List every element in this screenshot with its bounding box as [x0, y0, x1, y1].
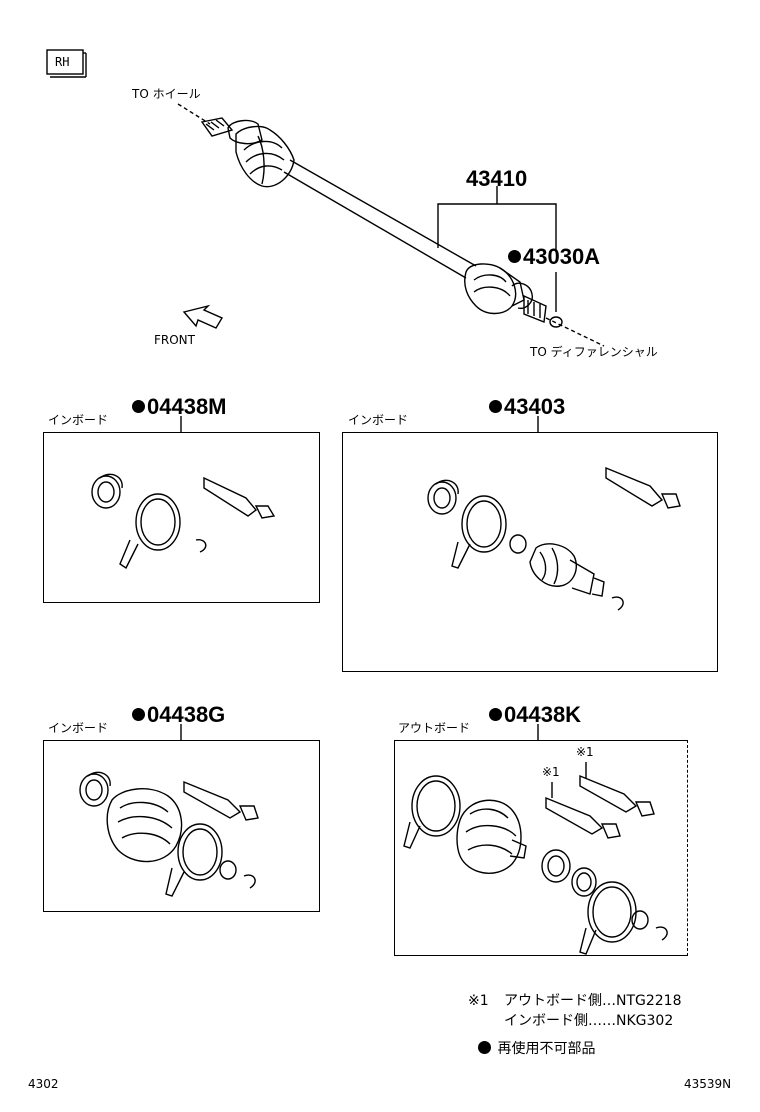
legend-grease-inboard: インボード側……NKG302	[504, 1013, 674, 1029]
grease-note-mark: ※1	[576, 745, 594, 759]
to-diff-label: TO ディファレンシャル	[530, 345, 658, 359]
grease-note-mark: ※1	[542, 765, 560, 779]
kit-04438M-illustration	[91, 473, 276, 570]
non-reusable-dot-icon	[508, 249, 521, 263]
non-reusable-dot-icon	[132, 707, 145, 721]
non-reusable-dot-icon	[478, 1040, 491, 1054]
front-label: FRONT	[154, 333, 195, 347]
kit-box-04438G	[43, 740, 320, 912]
kit-side-label: アウトボード	[398, 721, 471, 735]
kit-box-04438M	[43, 432, 320, 603]
kit-04438K-illustration	[403, 762, 668, 955]
kit-side-label: インボード	[348, 413, 409, 427]
page-code-left: 4302	[28, 1077, 59, 1091]
legend-mark: ※1	[468, 993, 489, 1009]
part-number-04438K[interactable]: 04438K	[489, 704, 581, 726]
non-reusable-dot-icon	[489, 399, 502, 413]
kit-side-label: インボード	[48, 721, 109, 735]
non-reusable-dot-icon	[132, 399, 145, 413]
kit-43403-illustration	[427, 466, 681, 611]
part-number-04438G[interactable]: 04438G	[132, 704, 225, 726]
kit-04438G-illustration	[79, 771, 259, 897]
to-wheel-label: TO ホイール	[132, 87, 201, 101]
non-reusable-dot-icon	[489, 707, 502, 721]
drive-shaft-illustration	[177, 103, 605, 347]
kit-box-43403	[342, 432, 718, 672]
kit-box-04438K	[394, 740, 688, 956]
figure-code-right: 43539N	[684, 1077, 732, 1091]
kit-side-label: インボード	[48, 413, 109, 427]
part-number-43403[interactable]: 43403	[489, 396, 565, 418]
part-number-43410[interactable]: 43410	[466, 166, 528, 191]
legend-grease-outboard: アウトボード側…NTG2218	[504, 993, 682, 1009]
legend-non-reusable: 再使用不可部品	[478, 1040, 595, 1056]
side-badge: RH	[55, 55, 70, 69]
part-number-04438M[interactable]: 04438M	[132, 396, 227, 418]
front-arrow-icon	[182, 304, 224, 329]
part-number-43030A[interactable]: 43030A	[508, 246, 600, 268]
